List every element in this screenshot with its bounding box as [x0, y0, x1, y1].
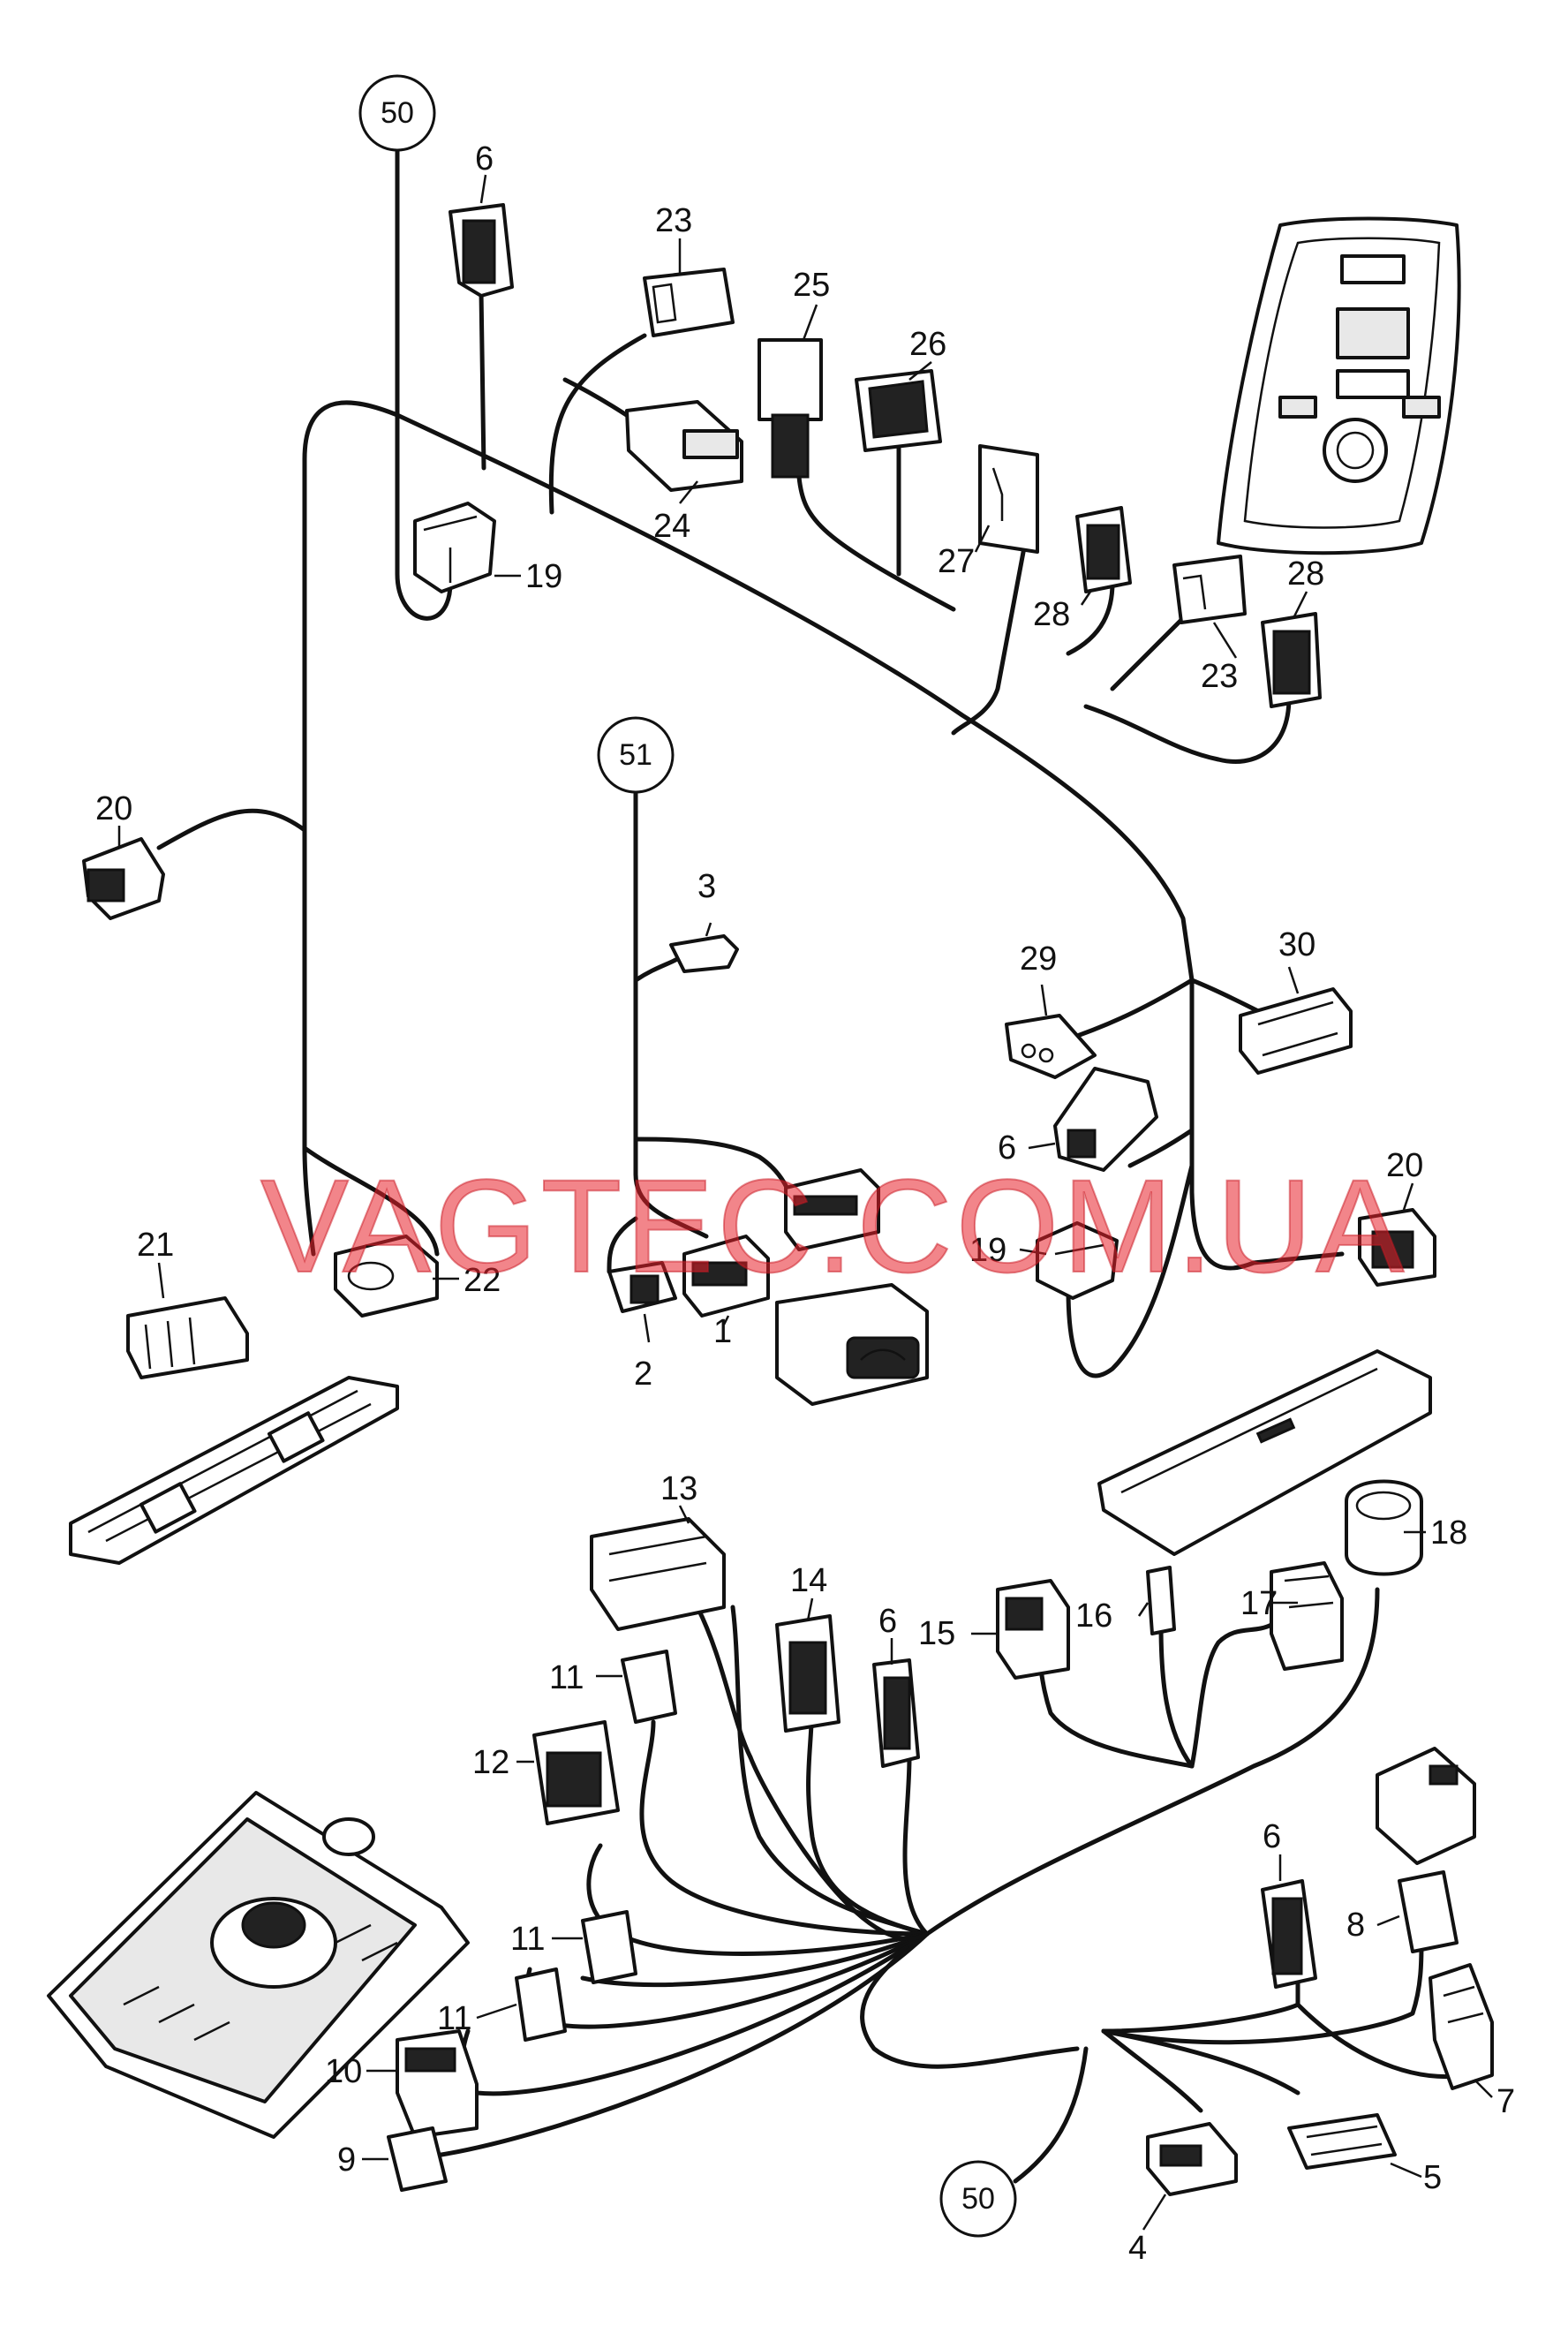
callout-28: 28	[1287, 555, 1324, 593]
door-switch-panel	[69, 1376, 399, 1565]
watermark-text: VAGTEC.COM.UA	[260, 1152, 1407, 1300]
reference-label: 50	[381, 96, 414, 130]
connector-22	[334, 1235, 439, 1318]
callout-6: 6	[475, 140, 494, 177]
connector-24	[625, 400, 743, 492]
callout-5: 5	[1423, 2159, 1442, 2196]
connector-26	[855, 369, 942, 452]
reference-label: 51	[619, 738, 652, 772]
connector-10	[396, 2029, 479, 2139]
reference-circle-50-top: 50	[358, 74, 436, 152]
connector-19-top	[413, 502, 496, 593]
callout-16: 16	[1075, 1597, 1112, 1635]
connector-9	[387, 2126, 448, 2192]
callout-10: 10	[325, 2053, 362, 2090]
connector-25	[758, 338, 823, 479]
callout-6: 6	[1263, 1818, 1281, 1855]
connector-23-top	[643, 268, 735, 337]
callout-17: 17	[1240, 1585, 1278, 1622]
connector-12	[532, 1720, 620, 1825]
reference-circle-51: 51	[597, 716, 675, 794]
roof-console-module	[1217, 216, 1461, 555]
callout-15: 15	[918, 1615, 955, 1652]
callout-28: 28	[1033, 596, 1070, 633]
connector-6-right	[1053, 1067, 1158, 1172]
callout-8: 8	[1346, 1907, 1365, 1944]
callout-11: 11	[437, 2000, 471, 2037]
callout-20: 20	[1386, 1147, 1423, 1184]
callout-25: 25	[793, 267, 830, 304]
mmi-control-unit	[47, 1791, 470, 2139]
connector-11-lower	[515, 1967, 567, 2042]
connector-11-middle	[581, 1910, 637, 1984]
switch-module-right	[1376, 1747, 1476, 1865]
connector-27	[978, 444, 1039, 554]
connector-1-upper	[784, 1168, 880, 1251]
callout-30: 30	[1278, 926, 1315, 963]
callout-19: 19	[969, 1232, 1006, 1269]
seat-heater-switch	[775, 1283, 929, 1406]
connector-1	[682, 1235, 770, 1318]
leader-lines	[117, 174, 1493, 2231]
connector-16	[1146, 1566, 1176, 1635]
callout-13: 13	[660, 1470, 697, 1507]
callout-21: 21	[137, 1227, 174, 1264]
callout-12: 12	[472, 1744, 509, 1781]
connector-3	[669, 934, 739, 973]
callout-14: 14	[790, 1562, 827, 1599]
console-cover-panel	[1097, 1349, 1432, 1556]
callout-3: 3	[697, 868, 716, 905]
connector-6-lower-right	[1261, 1879, 1317, 1989]
connector-5	[1287, 2113, 1397, 2170]
connector-14	[775, 1614, 841, 1733]
callout-26: 26	[909, 326, 946, 363]
callout-23: 23	[655, 202, 692, 239]
connector-20-right	[1358, 1208, 1436, 1287]
connector-2	[607, 1261, 677, 1313]
connector-4	[1146, 2122, 1238, 2196]
callout-22: 22	[464, 1262, 501, 1299]
connector-28-right	[1261, 612, 1322, 708]
callout-4: 4	[1128, 2230, 1147, 2267]
connector-21	[126, 1296, 249, 1379]
callout-23: 23	[1201, 658, 1238, 695]
callout-labels: 1 2 3 4 5 6 6 6 6 7 8 9 10 11 11 11 12 1…	[95, 140, 1515, 2267]
callout-7: 7	[1496, 2083, 1515, 2120]
reference-circle-50-bottom: 50	[939, 2160, 1017, 2238]
callout-27: 27	[938, 543, 975, 580]
connector-20-left	[82, 837, 165, 920]
connector-7	[1429, 1963, 1494, 2090]
connector-11-top	[621, 1650, 677, 1724]
connector-13	[590, 1517, 726, 1631]
connector-29	[1005, 1014, 1097, 1079]
callout-6: 6	[878, 1603, 897, 1640]
callout-9: 9	[337, 2141, 356, 2179]
connector-23-right	[1172, 555, 1247, 624]
reference-label: 50	[961, 2182, 995, 2216]
connector-15	[996, 1579, 1070, 1680]
callout-11: 11	[549, 1659, 584, 1696]
callout-11: 11	[510, 1921, 545, 1958]
connector-8	[1398, 1870, 1459, 1953]
connector-17	[1270, 1561, 1344, 1671]
callout-29: 29	[1020, 940, 1057, 978]
connector-18	[1345, 1479, 1423, 1576]
callout-24: 24	[653, 508, 690, 545]
connector-19-right	[1036, 1221, 1119, 1300]
connector-6-center	[872, 1658, 920, 1768]
callout-2: 2	[634, 1356, 652, 1393]
connector-6-top	[449, 203, 514, 298]
connector-28-upper	[1075, 506, 1132, 593]
connector-30	[1239, 987, 1353, 1075]
callout-19: 19	[525, 558, 562, 595]
upper-harness-wires	[156, 147, 1345, 1378]
callout-1: 1	[713, 1313, 732, 1350]
callout-6: 6	[998, 1129, 1016, 1167]
callout-20: 20	[95, 790, 132, 827]
callout-18: 18	[1430, 1514, 1467, 1552]
